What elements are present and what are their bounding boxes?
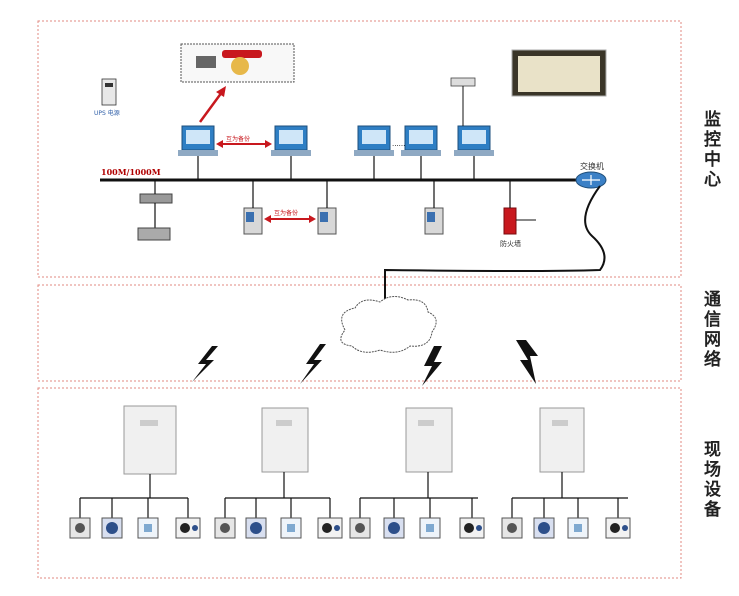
field-cabinet-3 (405, 407, 453, 473)
firewall-label: 防火墙 (500, 240, 521, 248)
alarm-flash-icon (231, 57, 249, 75)
backup-arrow-bottom-right-head (309, 215, 316, 223)
field-wiring-2 (224, 472, 331, 518)
communication-network-box (37, 284, 682, 382)
lightning-icon-2 (300, 344, 326, 384)
public-network-cable (384, 185, 606, 310)
lightning-icon-4 (516, 340, 538, 384)
printer-server-icon (139, 193, 173, 204)
db-server-1-panel-icon (246, 212, 254, 222)
workstation-3 (354, 125, 394, 156)
printer-icon (137, 227, 171, 241)
lightning-icon-3 (422, 346, 442, 386)
backup-arrow-bottom-left-head (264, 215, 271, 223)
alarm-arrow (198, 91, 224, 123)
field-wiring-3 (359, 472, 478, 518)
field-cabinet-4 (539, 407, 585, 473)
sensor-icons (69, 517, 631, 539)
alarm-arrowhead (216, 86, 226, 97)
phone-icon (196, 56, 216, 68)
display-wall-screen (518, 56, 600, 92)
section-title-communication-network: 通信网络 (700, 290, 720, 370)
section-title-field-equipment: 现场设备 (700, 440, 720, 520)
field-equipment-box (37, 387, 682, 579)
db-server-2-panel-icon (320, 212, 328, 222)
web-server-panel-icon (427, 212, 435, 222)
ups-icon (101, 78, 117, 106)
field-cabinet-2 (261, 407, 309, 473)
projector-icon (450, 77, 476, 87)
field-wiring-4 (511, 472, 628, 518)
ups-panel-icon (105, 83, 113, 87)
field-wiring-1 (79, 474, 189, 518)
section-title-monitoring-center: 监控中心 (700, 110, 720, 190)
backup-arrow-top-left-head (216, 140, 223, 148)
cloud-icon (340, 296, 437, 353)
switch-label: 交换机 (580, 162, 604, 171)
alarm-banner (222, 50, 262, 58)
firewall-icon (503, 207, 517, 235)
field-cabinet-1 (123, 405, 177, 475)
workstation-2 (271, 125, 311, 156)
backbone-speed-label: 100M/1000M (101, 167, 161, 177)
workstation-5 (454, 125, 494, 156)
workstation-ellipsis: ...... (392, 140, 405, 148)
monitoring-center-box (37, 20, 682, 278)
backup-arrow-top-right-head (265, 140, 272, 148)
workstation-1 (178, 125, 218, 156)
workstation-4 (401, 125, 441, 156)
backup-label-bottom: 互为备份 (274, 210, 299, 217)
backup-label-top: 互为备份 (226, 136, 251, 143)
ups-label: UPS 电源 (94, 110, 120, 117)
lightning-icon-1 (192, 346, 218, 382)
